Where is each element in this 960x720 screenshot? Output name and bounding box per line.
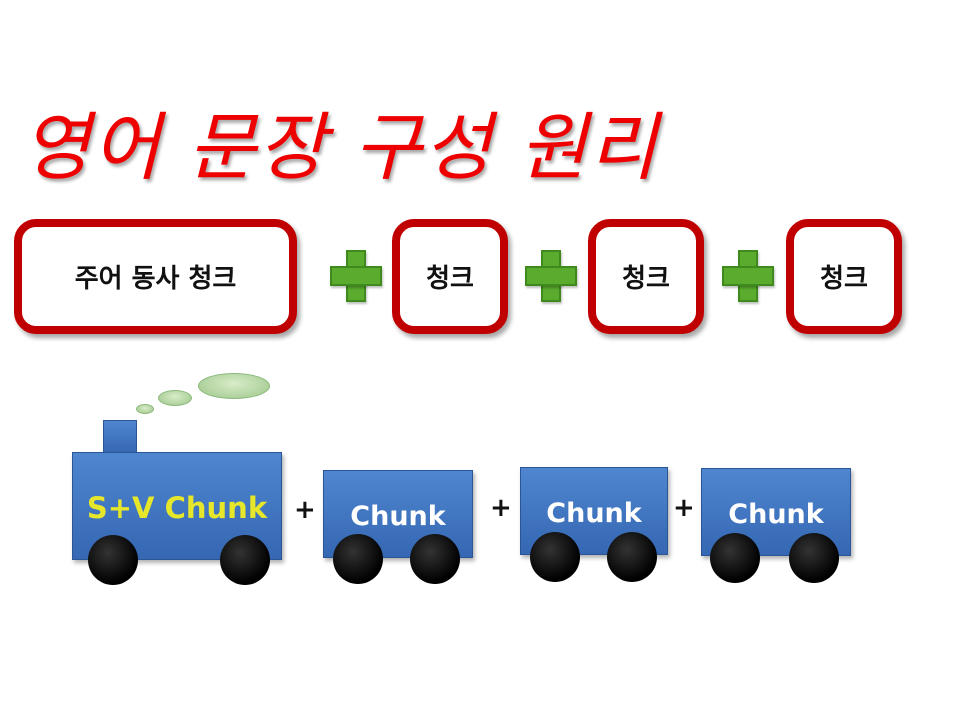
- smoke-puff-large: [198, 373, 270, 399]
- engine-chimney: [103, 420, 137, 454]
- train-plus-sign: +: [490, 493, 512, 523]
- chunk-car-label: Chunk: [350, 501, 446, 532]
- engine-car-label: S+V Chunk: [86, 491, 268, 525]
- train-plus-sign: +: [673, 493, 695, 523]
- chunk-car-label: Chunk: [728, 499, 824, 530]
- wheel: [220, 535, 270, 585]
- wheel: [710, 533, 760, 583]
- chunk-car-label: Chunk: [546, 498, 642, 529]
- green-plus-icon: [722, 250, 774, 302]
- subject-verb-chunk-box: 주어 동사 청크: [14, 219, 297, 334]
- wheel: [410, 534, 460, 584]
- wheel: [333, 534, 383, 584]
- slide-title: 영어 문장 구성 원리: [22, 105, 660, 191]
- smoke-puff-small: [136, 404, 154, 414]
- train-plus-sign: +: [294, 495, 316, 525]
- green-plus-icon: [330, 250, 382, 302]
- chunk-box-3: 청크: [786, 219, 902, 334]
- wheel: [88, 535, 138, 585]
- wheel: [530, 532, 580, 582]
- wheel: [607, 532, 657, 582]
- green-plus-icon: [525, 250, 577, 302]
- chunk-box-2: 청크: [588, 219, 704, 334]
- chunk-box-1: 청크: [392, 219, 508, 334]
- wheel: [789, 533, 839, 583]
- smoke-puff-medium: [158, 390, 192, 406]
